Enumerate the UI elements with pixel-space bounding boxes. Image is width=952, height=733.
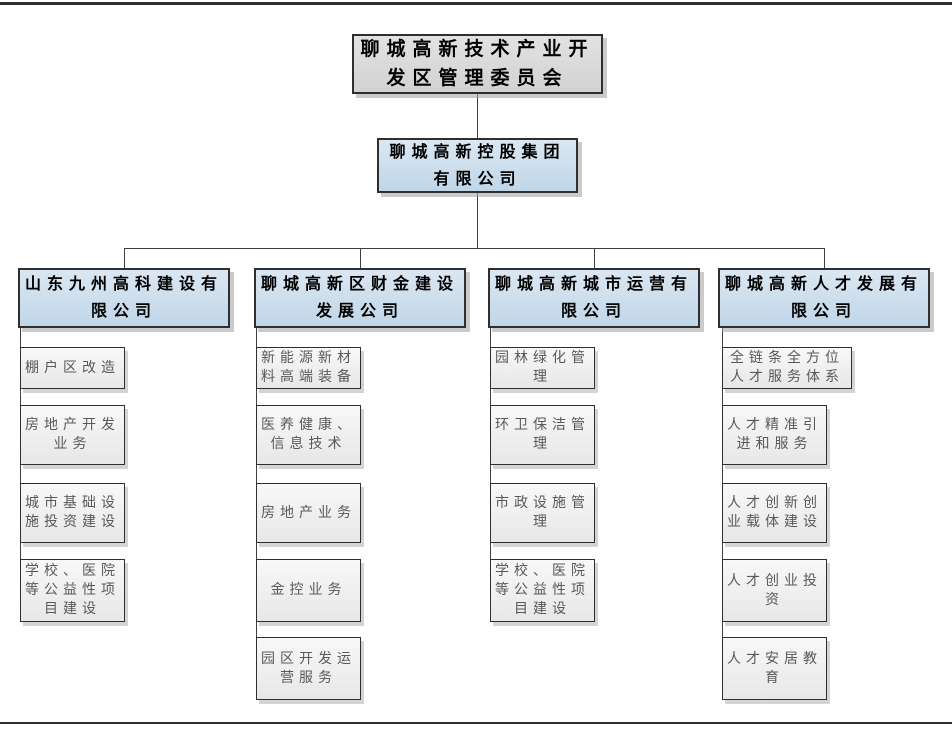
box-business: 园林绿化管 理 xyxy=(490,347,595,389)
connector-line xyxy=(360,248,361,268)
box-management-committee: 聊城高新技术产业开 发区管理委员会 xyxy=(352,34,603,94)
bottom-rule xyxy=(0,722,952,724)
box-company-caijin-jianshe: 聊城高新区财金建设 发展公司 xyxy=(254,268,466,328)
box-business: 学校、医院 等公益性项 目建设 xyxy=(20,559,125,622)
box-business: 房地产业务 xyxy=(256,483,361,543)
box-business: 新能源新材 料高端装备 xyxy=(256,347,361,389)
box-holding-group: 聊城高新控股集团 有限公司 xyxy=(377,138,578,193)
connector-line xyxy=(824,248,825,268)
connector-line xyxy=(124,248,825,249)
box-business: 环卫保洁管 理 xyxy=(490,405,595,465)
top-rule xyxy=(0,2,952,5)
box-business: 房地产开发 业务 xyxy=(20,405,125,465)
connector-line xyxy=(477,94,478,138)
box-business: 城市基础设 施投资建设 xyxy=(20,483,125,543)
box-business: 全链条全方位 人才服务体系 xyxy=(722,347,852,389)
box-business: 人才创业投 资 xyxy=(722,559,827,622)
connector-line xyxy=(124,248,125,268)
box-business: 市政设施管 理 xyxy=(490,483,595,543)
box-company-chengshi-yunying: 聊城高新城市运营有 限公司 xyxy=(488,268,700,328)
box-business: 棚户区改造 xyxy=(20,347,125,389)
box-business: 金控业务 xyxy=(256,559,361,622)
box-business: 人才创新创 业载体建设 xyxy=(722,483,827,543)
box-company-rencai-fazhan: 聊城高新人才发展有 限公司 xyxy=(718,268,930,328)
box-company-jiuzhou-gaoke: 山东九州高科建设有 限公司 xyxy=(18,268,230,328)
connector-line xyxy=(477,193,478,248)
box-business: 人才安居教 育 xyxy=(722,637,827,700)
connector-line xyxy=(594,248,595,268)
box-business: 医养健康、 信息技术 xyxy=(256,405,361,465)
box-business: 学校、医院 等公益性项 目建设 xyxy=(490,559,595,622)
box-business: 人才精准引 进和服务 xyxy=(722,405,827,465)
box-business: 园区开发运 营服务 xyxy=(256,637,361,700)
